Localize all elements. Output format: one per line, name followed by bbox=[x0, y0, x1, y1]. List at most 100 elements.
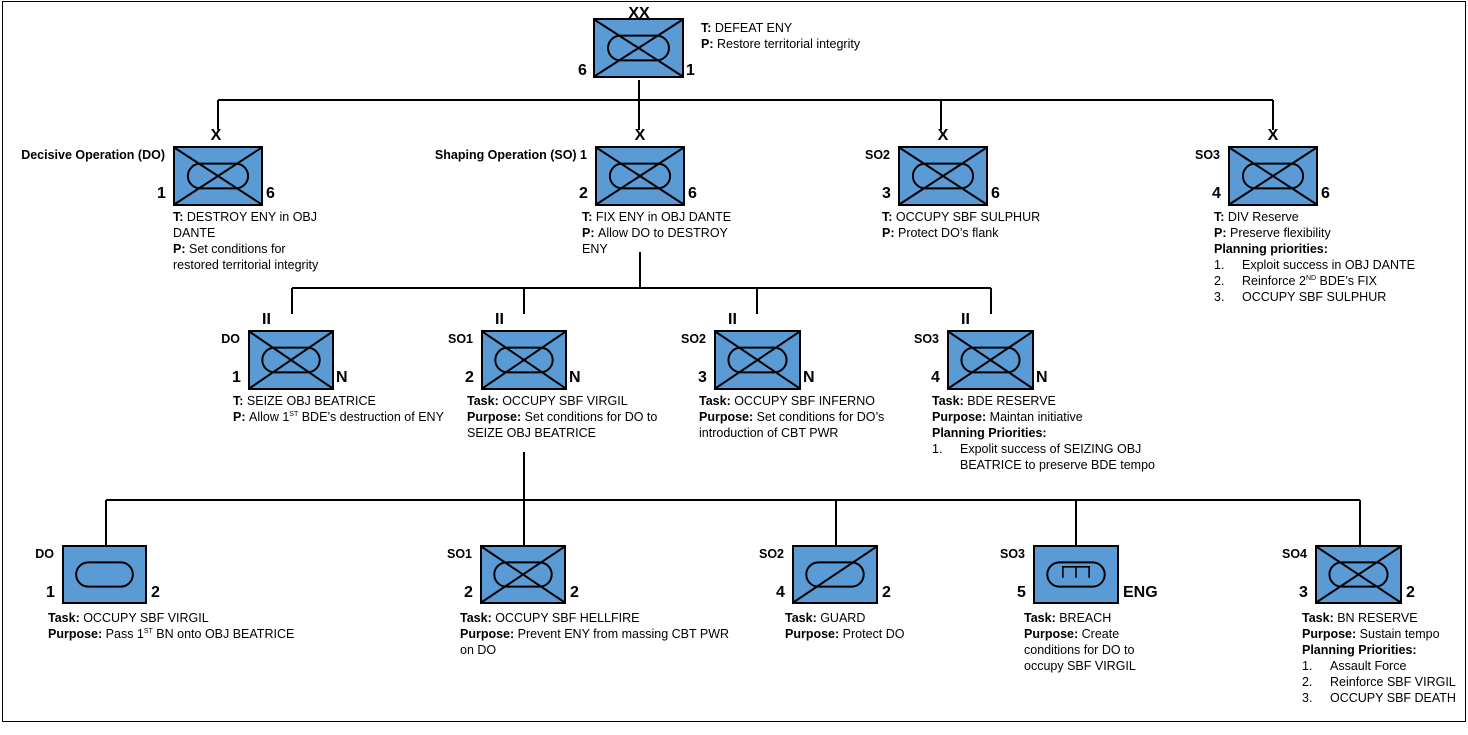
purpose-text: Sustain tempo bbox=[1359, 627, 1440, 641]
battalion-1-symbol[interactable] bbox=[248, 330, 334, 390]
purpose-line: Purpose: Pass 1ST BN onto OBJ BEATRICE bbox=[48, 626, 294, 642]
battalion-right-number: N bbox=[1036, 369, 1048, 386]
purpose-line: Purpose: Maintan initiative bbox=[932, 409, 1155, 425]
priority-text: Exploit success in OBJ DANTE bbox=[1242, 258, 1415, 272]
purpose-text: Set conditions for DO to bbox=[524, 410, 658, 424]
brigade-1-symbol[interactable] bbox=[173, 146, 263, 206]
company-role-label: SO3 bbox=[999, 547, 1025, 561]
ordinal-suffix: ND bbox=[1305, 275, 1317, 282]
priority-text: Expolit success of SEIZING OBJ bbox=[960, 442, 1142, 456]
priority-number: 1. bbox=[1302, 659, 1313, 673]
purpose-text: Set conditions for DO’s bbox=[756, 410, 885, 424]
purpose-prefix: Purpose: bbox=[1024, 627, 1082, 641]
purpose-line-cont: occupy SBF VIRGIL bbox=[1024, 658, 1136, 674]
purpose-text: on DO bbox=[460, 643, 497, 657]
task-text: DANTE bbox=[173, 226, 216, 240]
task-line: Task: OCCUPY SBF VIRGIL bbox=[48, 610, 294, 626]
company-left-number: 4 bbox=[776, 584, 785, 601]
purpose-text: Pass 1 bbox=[105, 627, 144, 641]
planning-priorities-heading: Planning Priorities: bbox=[932, 426, 1047, 440]
purpose-line: Purpose: Create bbox=[1024, 626, 1136, 642]
task-text: DESTROY ENY in OBJ bbox=[186, 210, 318, 224]
company-2-symbol[interactable] bbox=[480, 545, 566, 604]
company-right-number: 2 bbox=[151, 584, 160, 601]
purpose-prefix: Purpose: bbox=[460, 627, 518, 641]
brigade-3-symbol[interactable] bbox=[898, 146, 988, 206]
ordinal-suffix: ST bbox=[143, 628, 153, 635]
armored-infantry-unit-icon bbox=[597, 148, 683, 204]
priority-text-cont: BEATRICE to preserve BDE tempo bbox=[960, 458, 1155, 472]
division-left-number: 6 bbox=[578, 62, 587, 79]
armored-infantry-unit-icon bbox=[483, 332, 565, 388]
purpose-prefix: P: bbox=[1214, 226, 1230, 240]
company-5-symbol[interactable] bbox=[1315, 545, 1402, 604]
priority-item: 2.Reinforce 2ND BDE’s FIX bbox=[1214, 273, 1415, 289]
planning-priorities-heading: Planning priorities: bbox=[1214, 242, 1328, 256]
division-symbol[interactable] bbox=[593, 18, 684, 78]
company-4-symbol[interactable] bbox=[1033, 545, 1119, 604]
brigade-2-symbol[interactable] bbox=[595, 146, 685, 206]
company-left-number: 3 bbox=[1299, 584, 1308, 601]
purpose-line: P: Set conditions for bbox=[173, 241, 318, 257]
battalion-right-number: N bbox=[336, 369, 348, 386]
brigade-echelon-marker: X bbox=[210, 127, 222, 144]
task-line: T: FIX ENY in OBJ DANTE bbox=[582, 209, 731, 225]
priority-item: 1. Expolit success of SEIZING OBJ BEATRICE… bbox=[932, 441, 1155, 473]
purpose-text: Set conditions for bbox=[188, 242, 286, 256]
task-line: T: DIV Reserve bbox=[1214, 209, 1415, 225]
brigade-left-number: 1 bbox=[157, 185, 166, 202]
task-prefix: Task: bbox=[460, 611, 496, 625]
purpose-text: Protect DO’s flank bbox=[897, 226, 999, 240]
brigade-role-label: SO3 bbox=[1194, 148, 1220, 162]
brigade-left-number: 4 bbox=[1212, 185, 1221, 202]
priority-text: Reinforce 2 bbox=[1242, 274, 1306, 288]
priority-number: 3. bbox=[1302, 691, 1313, 705]
armored-infantry-unit-icon bbox=[250, 332, 332, 388]
purpose-line: Purpose: Set conditions for DO’s bbox=[699, 409, 884, 425]
priority-number: 1. bbox=[932, 442, 943, 456]
priority-item: 1.Assault Force bbox=[1302, 658, 1456, 674]
task-text: DIV Reserve bbox=[1227, 210, 1299, 224]
purpose-line-cont: introduction of CBT PWR bbox=[699, 425, 884, 441]
battalion-4-symbol[interactable] bbox=[947, 330, 1034, 390]
planning-priorities-heading: Planning Priorities: bbox=[1302, 643, 1417, 657]
brigade-role-label: Shaping Operation (SO) 1 bbox=[434, 148, 587, 162]
task-line: T: OCCUPY SBF SULPHUR bbox=[882, 209, 1040, 225]
armored-engineer-unit-icon bbox=[1046, 561, 1106, 588]
company-left-number: 2 bbox=[464, 584, 473, 601]
battalion-echelon-marker: II bbox=[262, 311, 271, 328]
purpose-text-cont: BDE’s destruction of ENY bbox=[298, 410, 444, 424]
company-1-symbol[interactable] bbox=[62, 545, 147, 604]
purpose-prefix: Purpose: bbox=[1302, 627, 1360, 641]
company-right-number: 2 bbox=[570, 584, 579, 601]
company-right-number: 2 bbox=[882, 584, 891, 601]
priority-text: Reinforce SBF VIRGIL bbox=[1330, 675, 1456, 689]
purpose-prefix: Purpose: bbox=[48, 627, 106, 641]
task-text: BDE RESERVE bbox=[967, 394, 1056, 408]
ordinal-suffix: ST bbox=[289, 411, 299, 418]
purpose-prefix: P: bbox=[173, 242, 189, 256]
task-prefix: T: bbox=[1214, 210, 1228, 224]
task-text: FIX ENY in OBJ DANTE bbox=[595, 210, 732, 224]
armored-infantry-unit-icon bbox=[949, 332, 1032, 388]
task-text: OCCUPY SBF VIRGIL bbox=[83, 611, 209, 625]
task-line: Task: BN RESERVE bbox=[1302, 610, 1456, 626]
company-3-symbol[interactable] bbox=[792, 545, 878, 604]
battalion-3-symbol[interactable] bbox=[714, 330, 801, 390]
priority-number: 2. bbox=[1302, 675, 1313, 689]
battalion-echelon-marker: II bbox=[728, 311, 737, 328]
battalion-2-symbol[interactable] bbox=[481, 330, 567, 390]
priority-item: 2. Reinforce SBF VIRGIL bbox=[1302, 674, 1456, 690]
brigade-4-symbol[interactable] bbox=[1228, 146, 1318, 206]
task-text: BREACH bbox=[1059, 611, 1112, 625]
task-line-cont: DANTE bbox=[173, 225, 318, 241]
brigade-role-label: SO2 bbox=[864, 148, 890, 162]
priority-number: 2. bbox=[1214, 274, 1225, 288]
